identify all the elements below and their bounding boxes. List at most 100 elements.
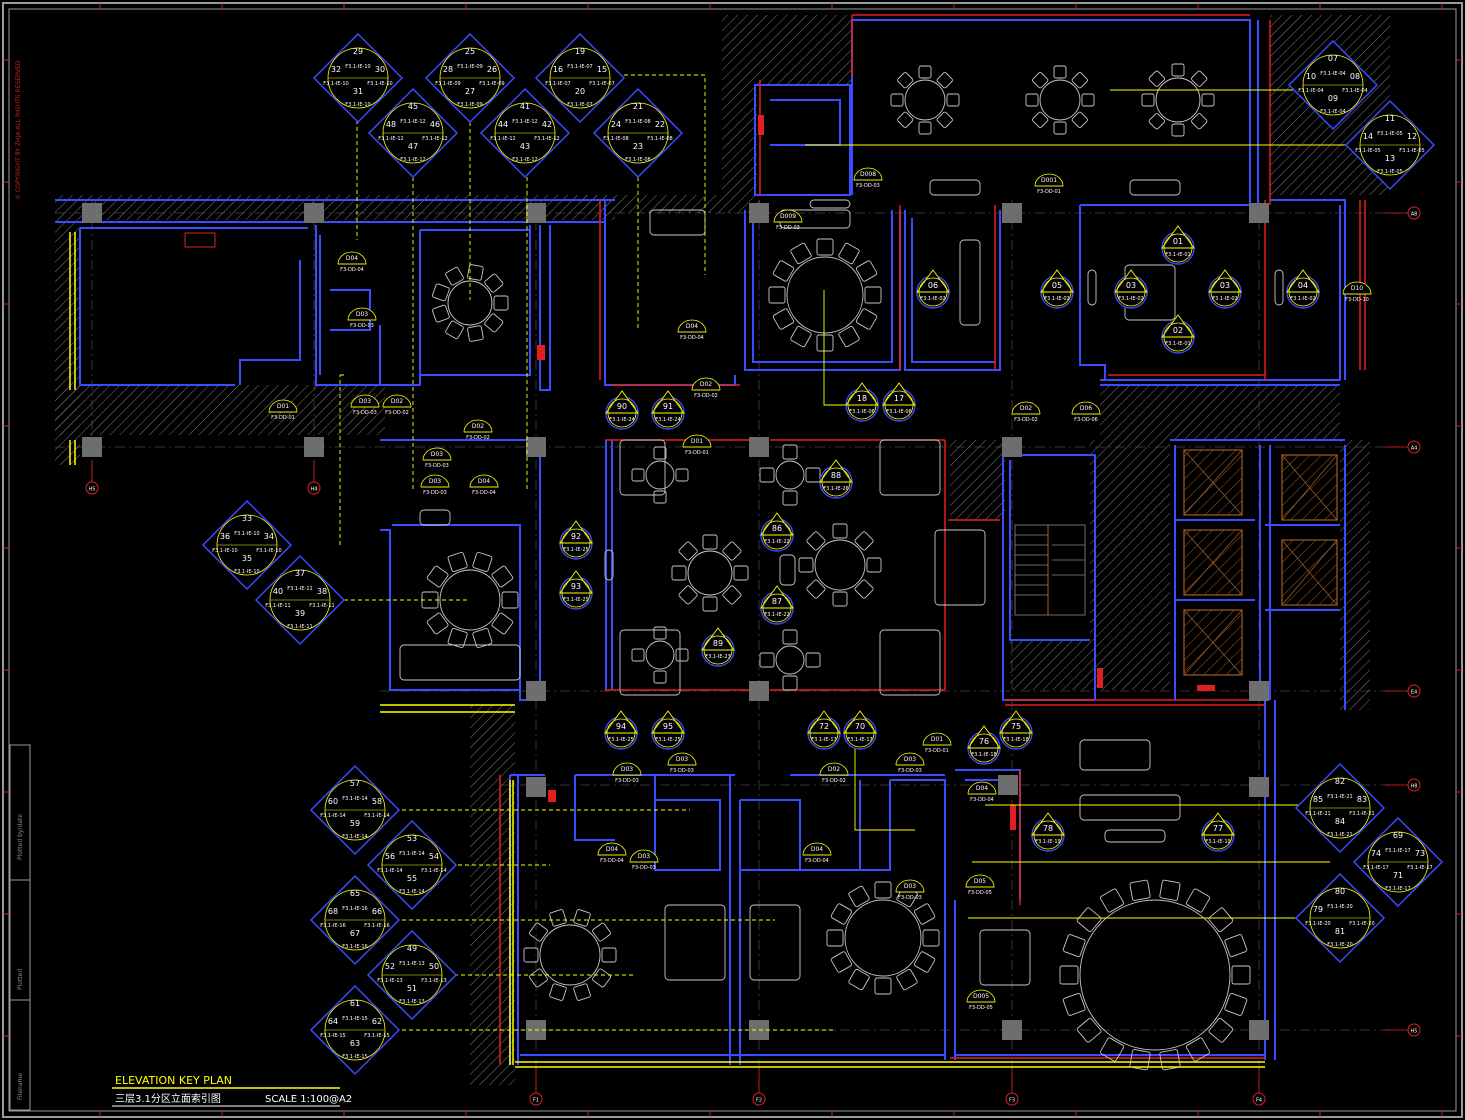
chair bbox=[1208, 1017, 1234, 1043]
cluster-ref-bottom: F3.1-IE-09 bbox=[457, 102, 482, 108]
cluster-ref-top: F3.1-IE-20 bbox=[1327, 904, 1352, 910]
grid-bubble: F1 bbox=[529, 1092, 543, 1106]
chair bbox=[1099, 888, 1125, 913]
furniture-piece bbox=[979, 929, 1031, 986]
cluster-ref-east: F3.1-IE-15 bbox=[364, 1033, 389, 1039]
grid-bubble: F4 bbox=[1252, 1092, 1266, 1106]
round-table bbox=[759, 629, 821, 691]
cluster-south: 51 bbox=[407, 984, 417, 993]
cluster-west: 52 bbox=[385, 962, 395, 971]
door-ref: F3-DD-03 bbox=[423, 490, 447, 496]
cluster-ref-bottom: F3.1-IE-07 bbox=[567, 102, 592, 108]
cluster-west: 24 bbox=[611, 120, 621, 129]
cluster-ref-bottom: F3.1-IE-04 bbox=[1320, 109, 1345, 115]
chair bbox=[936, 111, 953, 128]
cluster-north: 33 bbox=[242, 514, 252, 523]
cluster-ref-west: F3.1-IE-07 bbox=[545, 81, 570, 87]
cluster-ref-top: F3.1-IE-14 bbox=[399, 851, 424, 857]
door-code: D005 bbox=[973, 993, 989, 1000]
cluster-west: 74 bbox=[1371, 849, 1381, 858]
cluster-ref-west: F3.1-IE-12 bbox=[490, 136, 515, 142]
chair bbox=[529, 968, 548, 988]
chair bbox=[768, 286, 786, 304]
cluster-ref-top: F3.1-IE-13 bbox=[399, 961, 424, 967]
chair bbox=[675, 648, 689, 662]
furniture-piece bbox=[619, 629, 681, 696]
cluster-ref-west: F3.1-IE-04 bbox=[1298, 88, 1323, 94]
elevation-number: 01 bbox=[1173, 237, 1183, 246]
door-ref: F3-DD-04 bbox=[805, 858, 829, 864]
elevation-ref: F3.1-IE-25 bbox=[608, 737, 633, 743]
chair bbox=[653, 446, 667, 460]
elevation-ref: F3.1-IE-22 bbox=[764, 612, 789, 618]
door-ref: F3-DD-02 bbox=[385, 410, 409, 416]
elevation-number: 86 bbox=[772, 524, 782, 533]
furniture-piece bbox=[934, 529, 986, 606]
chair bbox=[1201, 93, 1215, 107]
furniture-piece bbox=[1079, 794, 1181, 821]
door-ref: F3-DD-02 bbox=[466, 435, 490, 441]
chair bbox=[675, 468, 689, 482]
door-tags: D04F3-DD-04D03F3-DD-03D03F3-DD-03D02F3-D… bbox=[268, 167, 1372, 1011]
chair bbox=[484, 273, 504, 293]
door-code: D03 bbox=[621, 766, 633, 773]
door-code: D03 bbox=[676, 756, 688, 763]
furniture-piece bbox=[649, 209, 706, 236]
chair bbox=[946, 93, 960, 107]
grid-label: H8 bbox=[1411, 784, 1418, 790]
furniture bbox=[399, 63, 1284, 1071]
cluster-east: 54 bbox=[429, 852, 439, 861]
cluster-west: 28 bbox=[443, 65, 453, 74]
drawing-scale: SCALE 1:100@A2 bbox=[265, 1094, 352, 1105]
chair bbox=[678, 541, 698, 561]
chair bbox=[1053, 121, 1067, 135]
furniture-piece bbox=[749, 904, 801, 981]
round-table bbox=[759, 444, 821, 506]
elevation-number: 92 bbox=[571, 532, 581, 541]
door-code: D04 bbox=[346, 255, 358, 262]
elevation-number: 72 bbox=[819, 722, 829, 731]
furniture-piece bbox=[419, 509, 451, 526]
chair bbox=[855, 260, 878, 282]
cluster-south: 09 bbox=[1328, 94, 1338, 103]
chair bbox=[772, 308, 795, 330]
cluster-west: 44 bbox=[498, 120, 508, 129]
chair bbox=[733, 565, 749, 581]
door-code: D02 bbox=[828, 766, 840, 773]
cluster-ref-bottom: F3.1-IE-14 bbox=[399, 889, 424, 895]
cluster-ref-east: F3.1-IE-10 bbox=[256, 548, 281, 554]
chair bbox=[1148, 113, 1165, 130]
cluster-south: 47 bbox=[408, 142, 418, 151]
chair bbox=[549, 983, 567, 1001]
chair bbox=[782, 444, 798, 460]
cluster-ref-east: F3.1-IE-14 bbox=[421, 868, 446, 874]
furniture-piece bbox=[619, 439, 666, 496]
grid-bubble: E4 bbox=[1407, 684, 1421, 698]
cluster-ref-top: F3.1-IE-14 bbox=[342, 796, 367, 802]
round-table bbox=[421, 551, 519, 649]
elevation-ref: F3.1-IE-01 bbox=[1165, 252, 1190, 258]
chair bbox=[1231, 965, 1251, 985]
chair bbox=[1159, 1049, 1181, 1071]
grid-bubble: H4 bbox=[307, 481, 321, 495]
cluster-west: 56 bbox=[385, 852, 395, 861]
cluster-ref-east: F3.1-IE-09 bbox=[479, 81, 504, 87]
round-table bbox=[1059, 879, 1251, 1071]
chair bbox=[653, 626, 667, 640]
cluster-south: 84 bbox=[1335, 817, 1345, 826]
elevation-ref: F3.1-IE-18 bbox=[1003, 737, 1028, 743]
